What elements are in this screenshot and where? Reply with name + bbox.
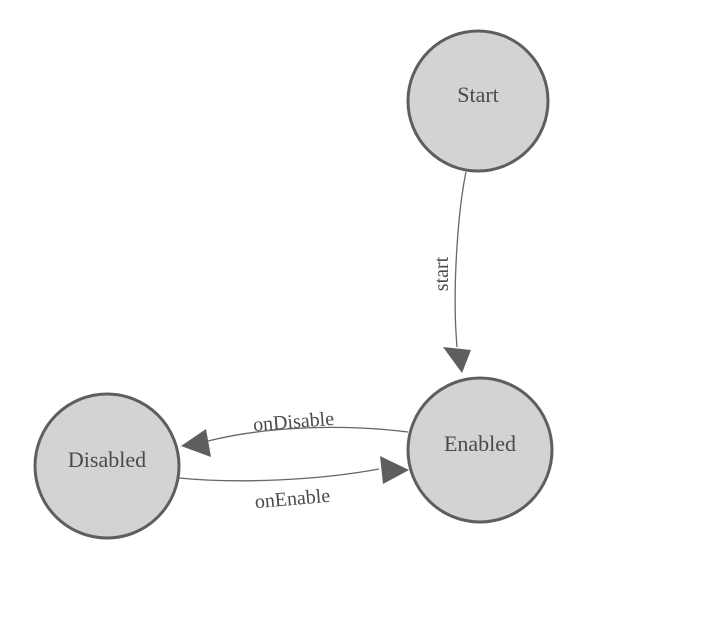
edge-start-to-enabled <box>454 171 467 348</box>
edge-disabled-to-enabled <box>178 468 380 482</box>
arrowhead-disabled-to-enabled-icon <box>380 456 409 484</box>
node-labels-layer: Start Enabled Disabled <box>68 82 516 472</box>
arrowhead-start-to-enabled-icon <box>443 347 471 373</box>
state-label-disabled: Disabled <box>68 447 146 472</box>
edge-label-ondisable: onDisable <box>252 408 335 436</box>
state-node-start <box>406 29 550 173</box>
edges-layer <box>178 171 467 482</box>
edge-label-start: start <box>431 256 453 291</box>
state-node-disabled <box>33 392 181 540</box>
edge-label-onenable: onEnable <box>254 485 331 514</box>
state-label-enabled: Enabled <box>444 431 516 456</box>
arrowheads-layer <box>181 347 471 484</box>
edge-enabled-to-disabled <box>207 426 409 442</box>
arrowhead-enabled-to-disabled-icon <box>181 429 211 457</box>
nodes-layer <box>33 29 554 540</box>
state-node-enabled <box>406 376 554 524</box>
state-label-start: Start <box>457 82 499 107</box>
